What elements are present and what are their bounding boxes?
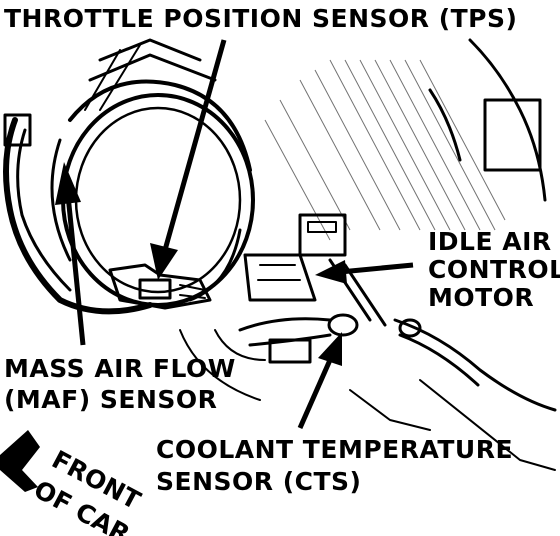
throttle-body: [50, 38, 255, 307]
maf-label-line2: (MAF) SENSOR: [4, 385, 217, 414]
diagram-labels: THROTTLE POSITION SENSOR (TPS) IDLE AIR …: [4, 4, 560, 536]
tps-arrow: [150, 39, 227, 280]
background-hatching: [264, 59, 506, 241]
pointer-arrows: [0, 39, 414, 492]
iac-label-line2: CONTROL: [428, 255, 560, 284]
cts-area: [214, 313, 359, 364]
iac-arrow: [315, 260, 414, 284]
tps-label: THROTTLE POSITION SENSOR (TPS): [4, 4, 517, 33]
front-of-car-arrow: [0, 430, 40, 492]
iac-motor-body: [243, 213, 387, 327]
maf-label-line1: MASS AIR FLOW: [4, 354, 236, 383]
wiring-harness-left: [3, 113, 153, 315]
cts-arrow: [297, 332, 342, 430]
maf-arrow: [55, 162, 86, 346]
iac-label-line1: IDLE AIR: [428, 227, 552, 256]
tps-connector: [108, 263, 212, 310]
cts-label-line1: COOLANT TEMPERATURE: [156, 435, 513, 464]
engine-right-side: [179, 38, 557, 471]
iac-label-line3: MOTOR: [428, 283, 534, 312]
cts-label-line2: SENSOR (CTS): [156, 467, 361, 496]
